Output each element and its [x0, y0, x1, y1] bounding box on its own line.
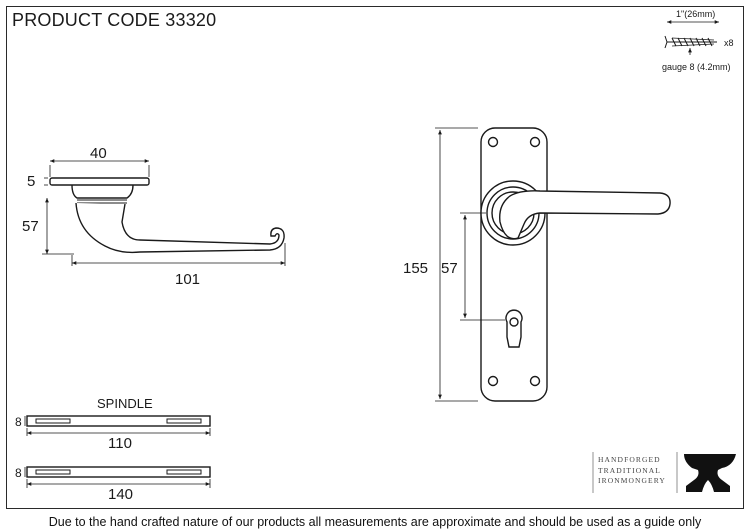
screw-gauge-label: gauge 8 (4.2mm) [662, 62, 731, 72]
spindle-heading: SPINDLE [97, 396, 153, 411]
spindle-short-length: 110 [108, 435, 132, 452]
screw-hole [487, 375, 499, 387]
spindle-long-size: 8 [15, 466, 22, 480]
logo-text: HANDFORGED TRADITIONAL IRONMONGERY [598, 455, 676, 487]
screw-diagram: 1"(26mm) x8 gauge 8 (4.2mm) [662, 9, 734, 72]
screw-hole [529, 375, 541, 387]
anvil-logo [592, 452, 736, 493]
backplate [480, 127, 548, 402]
logo-line: HANDFORGED [598, 455, 661, 464]
plate-front-view [480, 127, 671, 402]
drawing-frame [6, 6, 744, 509]
logo-line: IRONMONGERY [598, 476, 666, 485]
spindle-long-length: 140 [108, 486, 133, 503]
product-code-title: PRODUCT CODE 33320 [12, 10, 217, 30]
lever-to-keyhole-label: 57 [441, 260, 458, 277]
rose-thickness-label: 5 [27, 173, 35, 190]
lever-height-label: 57 [22, 218, 39, 235]
screw-hole [529, 136, 541, 148]
spindle-short-size: 8 [15, 415, 22, 429]
screw-length-label: 1"(26mm) [676, 9, 715, 19]
plate-height-label: 155 [403, 260, 428, 277]
footer-disclaimer: Due to the hand crafted nature of our pr… [48, 515, 702, 529]
lever-side-view [49, 177, 285, 254]
spindle-long [24, 466, 211, 488]
screw-hole [487, 136, 499, 148]
spindle-short [24, 415, 211, 436]
screw-quantity-label: x8 [724, 38, 734, 48]
logo-line: TRADITIONAL [598, 465, 661, 475]
keyhole [505, 309, 523, 348]
anvil-icon [684, 454, 736, 492]
plate-front-dimensions [435, 127, 505, 402]
screw-icon [664, 35, 717, 49]
rose-width-label: 40 [90, 145, 107, 162]
lever-projection-label: 101 [175, 271, 200, 288]
lever-side-dimensions [42, 159, 286, 266]
